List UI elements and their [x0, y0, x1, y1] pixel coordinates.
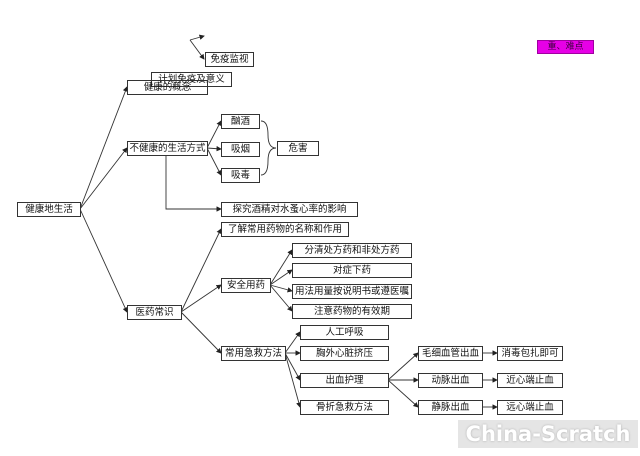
node-arterial-bleeding: 动脉出血	[418, 373, 483, 388]
node-root-healthy-living: 健康地生活	[17, 202, 81, 217]
node-disinfect-bandage: 消毒包扎即可	[497, 346, 563, 361]
node-venous-bleeding: 静脉出血	[418, 400, 483, 415]
node-smoking: 吸烟	[221, 142, 260, 157]
node-right-medicine: 对症下药	[292, 263, 412, 278]
node-chest-compression: 胸外心脏挤压	[300, 346, 389, 361]
node-planned-immunization: 计划免疫及意义	[151, 72, 232, 87]
node-alcohol-experiment: 探究酒精对水蚤心率的影响	[221, 202, 358, 217]
node-immune-surveillance: 免疫监视	[205, 52, 254, 67]
watermark: China-Scratch	[458, 420, 638, 448]
node-artificial-respiration: 人工呼吸	[300, 325, 389, 340]
node-know-medicines: 了解常用药物的名称和作用	[221, 222, 349, 237]
node-unhealthy-lifestyle: 不健康的生活方式	[127, 141, 208, 156]
node-distal-hemostasis: 远心端止血	[497, 400, 563, 415]
node-fracture-first-aid: 骨折急救方法	[300, 400, 389, 415]
node-medical-knowledge: 医药常识	[127, 305, 182, 320]
node-health-concept: 健康的概念	[127, 80, 208, 95]
node-expiry-date: 注意药物的有效期	[292, 304, 412, 319]
node-alcoholism: 酗酒	[221, 114, 260, 129]
node-dosage-instructions: 用法用量按说明书或遵医嘱	[292, 284, 412, 299]
node-drug-abuse: 吸毒	[221, 168, 260, 183]
node-harm: 危害	[277, 141, 319, 156]
node-safe-medication: 安全用药	[221, 278, 271, 293]
node-proximal-hemostasis: 近心端止血	[497, 373, 563, 388]
node-first-aid-methods: 常用急救方法	[221, 346, 286, 361]
node-prescription-distinction: 分清处方药和非处方药	[292, 243, 412, 258]
legend-key-difficulty: 重、难点	[537, 40, 594, 54]
node-capillary-bleeding: 毛细血管出血	[418, 346, 483, 361]
node-bleeding-care: 出血护理	[300, 373, 389, 388]
